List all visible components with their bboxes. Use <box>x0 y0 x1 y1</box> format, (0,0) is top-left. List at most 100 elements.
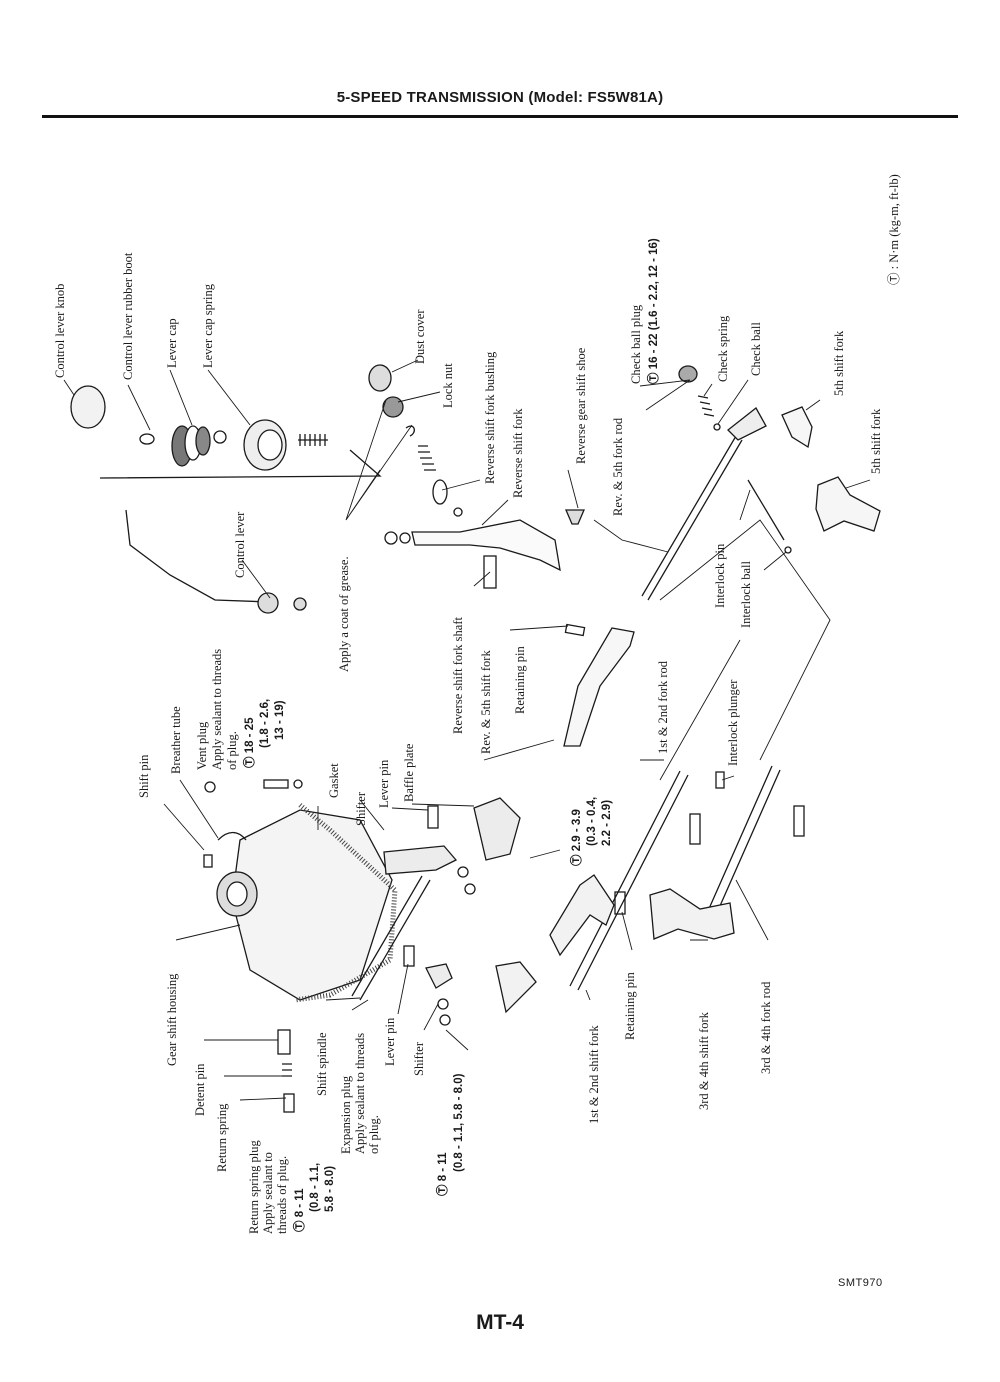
reverse-shift-fork-shaft-part <box>483 555 497 589</box>
reverse-shift-fork-part <box>411 519 561 572</box>
third-fourth-shift-fork-part <box>649 888 735 940</box>
first-second-shift-fork-part <box>549 874 615 957</box>
label-gasket: Gasket <box>327 763 341 798</box>
gasket-part <box>294 803 398 1003</box>
label-dust-cover: Dust cover <box>413 309 427 364</box>
fifth-shift-fork-b-part <box>815 476 881 532</box>
label-lever-cap-spring: Lever cap spring <box>201 283 215 368</box>
label-check-spring: Check spring <box>716 315 730 382</box>
control-lever-knob-part <box>70 385 106 429</box>
torque-check-ball-plug: Ⓣ 16 - 22 (1.6 - 2.2, 12 - 16) <box>646 238 660 384</box>
boot-clip-part <box>139 433 155 445</box>
interlock-plunger-part <box>715 771 725 789</box>
shift-pin-part <box>203 854 213 868</box>
shifter-b-part <box>425 963 453 989</box>
lever-pin-b-part <box>403 945 415 967</box>
lever-pin-a-part <box>427 805 439 829</box>
figure-code: SMT970 <box>838 1277 883 1289</box>
diagram-parts <box>63 359 881 1113</box>
label-first-second-shift-fork: 1st & 2nd shift fork <box>587 1025 601 1124</box>
svg-text:Ⓣ : N·m (kg-m, ft-lb): Ⓣ : N·m (kg-m, ft-lb) <box>887 174 901 285</box>
label-control-lever-knob: Control lever knob <box>53 284 67 378</box>
label-check-ball-plug: Check ball plug <box>629 304 643 384</box>
torque-vent-plug-1: Ⓣ 18 - 25 <box>242 717 256 768</box>
label-vent-plug: Vent plug <box>195 721 209 770</box>
label-fifth-shift-fork-b: 5th shift fork <box>869 408 883 474</box>
reverse-gear-shift-shoe-part <box>565 509 585 525</box>
rubber-boot-part <box>171 425 211 467</box>
label-third-fourth-fork-rod: 3rd & 4th fork rod <box>759 981 773 1074</box>
torque-baffle-3: 2.2 - 2.9) <box>601 800 613 846</box>
spring-clip-part <box>213 430 227 444</box>
reverse-fork-spring-part <box>418 445 436 471</box>
retaining-pin-b-part <box>614 891 626 915</box>
label-lever-pin-b: Lever pin <box>383 1017 397 1066</box>
label-control-lever-rubber-boot: Control lever rubber boot <box>121 252 135 380</box>
label-interlock-plunger: Interlock plunger <box>726 679 740 766</box>
shifter-a-part <box>383 845 458 875</box>
label-return-spring-plug: Return spring plug <box>247 1140 261 1234</box>
return-spring-part <box>282 1063 292 1077</box>
torque-vent-plug-2: (1.8 - 2.6, <box>259 699 271 748</box>
check-spring-part <box>697 395 715 417</box>
label-expansion-plug: Expansion plug <box>339 1075 353 1154</box>
header-rule <box>42 115 958 118</box>
label-rev-5th-shift-fork: Rev. & 5th shift fork <box>479 650 493 754</box>
page-header-title: 5-SPEED TRANSMISSION (Model: FS5W81A) <box>336 89 664 106</box>
torque-return-plug-1: Ⓣ 8 - 11 <box>292 1188 306 1232</box>
label-of-plug-b: of plug. <box>367 1115 381 1154</box>
label-gear-shift-housing: Gear shift housing <box>165 973 179 1066</box>
label-control-lever: Control lever <box>233 511 247 578</box>
label-apply-sealant-threads: Apply sealant to threads <box>210 649 224 770</box>
torque-baffle-1: Ⓣ 2.9 - 3.9 <box>569 809 583 866</box>
label-interlock-ball: Interlock ball <box>739 560 753 628</box>
label-check-ball: Check ball <box>749 322 763 376</box>
label-lever-pin-a: Lever pin <box>377 759 391 808</box>
label-apply-sealant-to: Apply sealant to <box>261 1152 275 1234</box>
interlock-pin-part <box>747 479 785 541</box>
label-retaining-pin-b: Retaining pin <box>623 972 637 1040</box>
label-retaining-pin-a: Retaining pin <box>513 646 527 714</box>
label-lock-nut: Lock nut <box>441 363 455 408</box>
lever-cap-spring-part <box>298 434 328 446</box>
torque-vent-plug-3: 13 - 19) <box>274 700 286 740</box>
label-shifter-a: Shifter <box>354 791 368 826</box>
torque-return-plug-2: (0.8 - 1.1, <box>309 1163 321 1212</box>
label-rev-5th-fork-rod: Rev. & 5th fork rod <box>611 417 625 516</box>
breather-tube-part <box>217 831 247 841</box>
gear-shift-housing-part <box>231 809 393 1001</box>
shift-spindle-part <box>351 875 431 1001</box>
label-lever-cap: Lever cap <box>165 318 179 368</box>
part-labels: Control lever knob Control lever rubber … <box>53 238 883 1234</box>
torque-return-plug-3: 5.8 - 8.0) <box>324 1166 336 1212</box>
third-fourth-fork-rod-part <box>703 765 781 925</box>
torque-shifter-bolt-2: (0.8 - 1.1, 5.8 - 8.0) <box>453 1073 465 1172</box>
label-reverse-shift-fork-bushing: Reverse shift fork bushing <box>483 351 497 484</box>
torque-shifter-bolt-1: Ⓣ 8 - 11 <box>435 1152 449 1196</box>
label-reverse-shift-fork: Reverse shift fork <box>511 408 525 498</box>
label-shift-pin: Shift pin <box>137 754 151 798</box>
detent-pin-part <box>277 1029 291 1055</box>
check-ball-plug-part <box>678 365 698 383</box>
label-third-fourth-shift-fork: 3rd & 4th shift fork <box>697 1011 711 1110</box>
label-fifth-shift-fork-a: 5th shift fork <box>832 330 846 396</box>
rev-5th-shift-fork-part <box>563 627 635 747</box>
label-detent-pin: Detent pin <box>193 1063 207 1116</box>
torque-unit-note: Ⓣ : N·m (kg-m, ft-lb) <box>887 174 901 285</box>
label-first-second-fork-rod: 1st & 2nd fork rod <box>656 660 670 754</box>
label-return-spring: Return spring <box>215 1103 229 1172</box>
fifth-shift-fork-a-part <box>781 406 813 449</box>
label-breather-tube: Breather tube <box>169 706 183 774</box>
label-apply-grease: Apply a coat of grease. <box>337 556 351 672</box>
label-shift-spindle: Shift spindle <box>315 1032 329 1096</box>
baffle-plate-part <box>473 797 521 861</box>
dust-cover-part <box>368 364 392 392</box>
label-of-plug: of plug. <box>225 731 239 770</box>
label-interlock-pin: Interlock pin <box>713 543 727 608</box>
control-lever-part <box>125 509 271 603</box>
vent-plug-part <box>204 781 216 793</box>
label-reverse-gear-shift-shoe: Reverse gear shift shoe <box>574 347 588 464</box>
first-second-fork-rod-part <box>569 770 689 991</box>
interlock-ball-part <box>784 546 792 554</box>
